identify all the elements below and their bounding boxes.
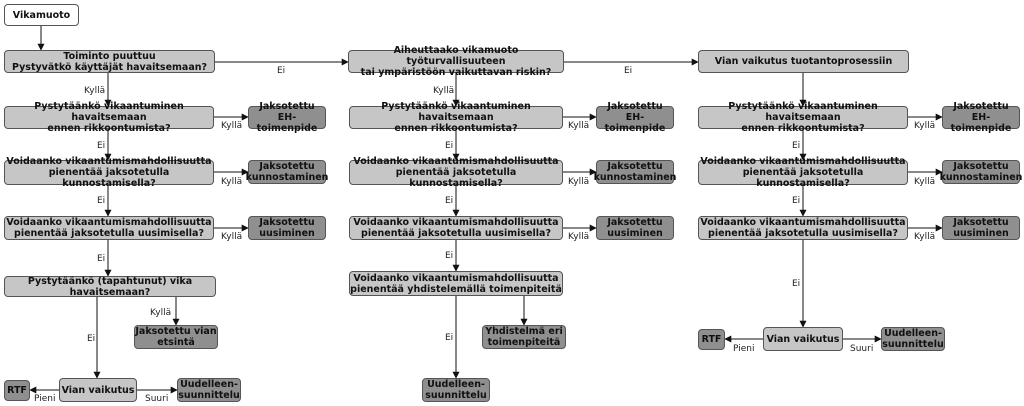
label-no-c1q3: Ei: [97, 254, 106, 264]
label-yes-c3q2: Kyllä: [914, 177, 936, 187]
column2-action-2: Jaksotettu kunnostaminen: [593, 160, 677, 184]
label-large-c1: Suuri: [145, 394, 169, 404]
column1-action-4: Jaksotettu vian etsintä: [134, 325, 218, 349]
label-yes-c1q4: Kyllä: [150, 308, 172, 318]
column1-action-2: Jaksotettu kunnostaminen: [245, 160, 329, 184]
column2-question-3: Voidaanko vikaantumismahdollisuutta pien…: [349, 216, 563, 240]
label-yes-c3q1: Kyllä: [914, 121, 936, 131]
column3-action-3: Jaksotettu uusiminen: [942, 216, 1020, 240]
column3-redesign-node: Uudelleen- suunnittelu: [881, 327, 945, 351]
column1-redesign-node: Uudelleen- suunnittelu: [177, 378, 241, 402]
column1-rtf-node: RTF: [4, 380, 30, 401]
label-yes-c1top: Kyllä: [84, 86, 106, 96]
column2-top-node: Aiheuttaako vikamuoto työturvallisuuteen…: [348, 45, 564, 78]
label-yes-c1q3: Kyllä: [221, 232, 243, 242]
label-no-c3q2: Ei: [792, 196, 801, 206]
column2-question-1: Pystytäänkö vikaantuminen havaitsemaan e…: [349, 101, 563, 134]
column1-question-2: Voidaanko vikaantumismahdollisuutta pien…: [4, 156, 214, 189]
label-yes-c1q2: Kyllä: [221, 177, 243, 187]
label-no-c3q1: Ei: [792, 141, 801, 151]
column3-action-2: Jaksotettu kunnostaminen: [939, 160, 1023, 184]
label-no-c2q2: Ei: [445, 196, 454, 206]
column3-question-3: Voidaanko vikaantumismahdollisuutta pien…: [698, 216, 908, 240]
column2-action-3: Jaksotettu uusiminen: [596, 216, 674, 240]
start-node: Vikamuoto: [4, 4, 79, 26]
column3-rtf-node: RTF: [698, 329, 725, 350]
column2-action-4: Yhdistelmä eri toimenpiteitä: [482, 325, 566, 349]
column1-question-4: Pystytäänkö (tapahtunut) vika havaitsema…: [4, 276, 216, 298]
label-yes-c2q1: Kyllä: [568, 121, 590, 131]
column3-question-2: Voidaanko vikaantumismahdollisuutta pien…: [698, 156, 908, 189]
column1-top-node: Toiminto puuttuu Pystyvätkö käyttäjät ha…: [4, 50, 215, 73]
label-no-top1: Ei: [277, 66, 286, 76]
label-no-c1q2: Ei: [97, 196, 106, 206]
column3-question-1: Pystytäänkö vikaantuminen havaitsemaan e…: [698, 101, 908, 134]
label-no-c3q3: Ei: [792, 279, 801, 289]
column3-effect-node: Vian vaikutus: [763, 327, 843, 351]
label-yes-c2top: Kyllä: [433, 86, 455, 96]
label-no-c1q4: Ei: [87, 334, 96, 344]
label-yes-c3q3: Kyllä: [914, 232, 936, 242]
label-no-c2q3: Ei: [445, 251, 454, 261]
label-large-c3: Suuri: [850, 344, 874, 354]
label-no-c2q4: Ei: [445, 333, 454, 343]
column2-question-4: Voidaanko vikaantumismahdollisuutta pien…: [349, 271, 563, 296]
column2-question-2: Voidaanko vikaantumismahdollisuutta pien…: [349, 156, 563, 189]
column1-action-1: Jaksotettu EH- toimenpide: [248, 101, 326, 134]
column1-question-1: Pystytäänkö vikaantuminen havaitsemaan e…: [4, 101, 214, 134]
column1-action-3: Jaksotettu uusiminen: [248, 216, 326, 240]
label-small-c3: Pieni: [733, 344, 755, 354]
label-small-c1: Pieni: [34, 394, 56, 404]
column3-top-node: Vian vaikutus tuotantoprosessiin: [698, 50, 909, 73]
label-no-c1q1: Ei: [97, 141, 106, 151]
column1-effect-node: Vian vaikutus: [59, 378, 137, 402]
column3-action-1: Jaksotettu EH- toimenpide: [942, 101, 1020, 134]
label-yes-c1q1: Kyllä: [221, 121, 243, 131]
column2-redesign-node: Uudelleen- suunnittelu: [422, 378, 490, 402]
column2-action-1: Jaksotettu EH- toimenpide: [596, 101, 674, 134]
label-yes-c2q2: Kyllä: [568, 177, 590, 187]
label-no-top2: Ei: [624, 66, 633, 76]
label-no-c2q1: Ei: [445, 141, 454, 151]
label-yes-c2q3: Kyllä: [568, 232, 590, 242]
column1-question-3: Voidaanko vikaantumismahdollisuutta pien…: [4, 216, 214, 240]
